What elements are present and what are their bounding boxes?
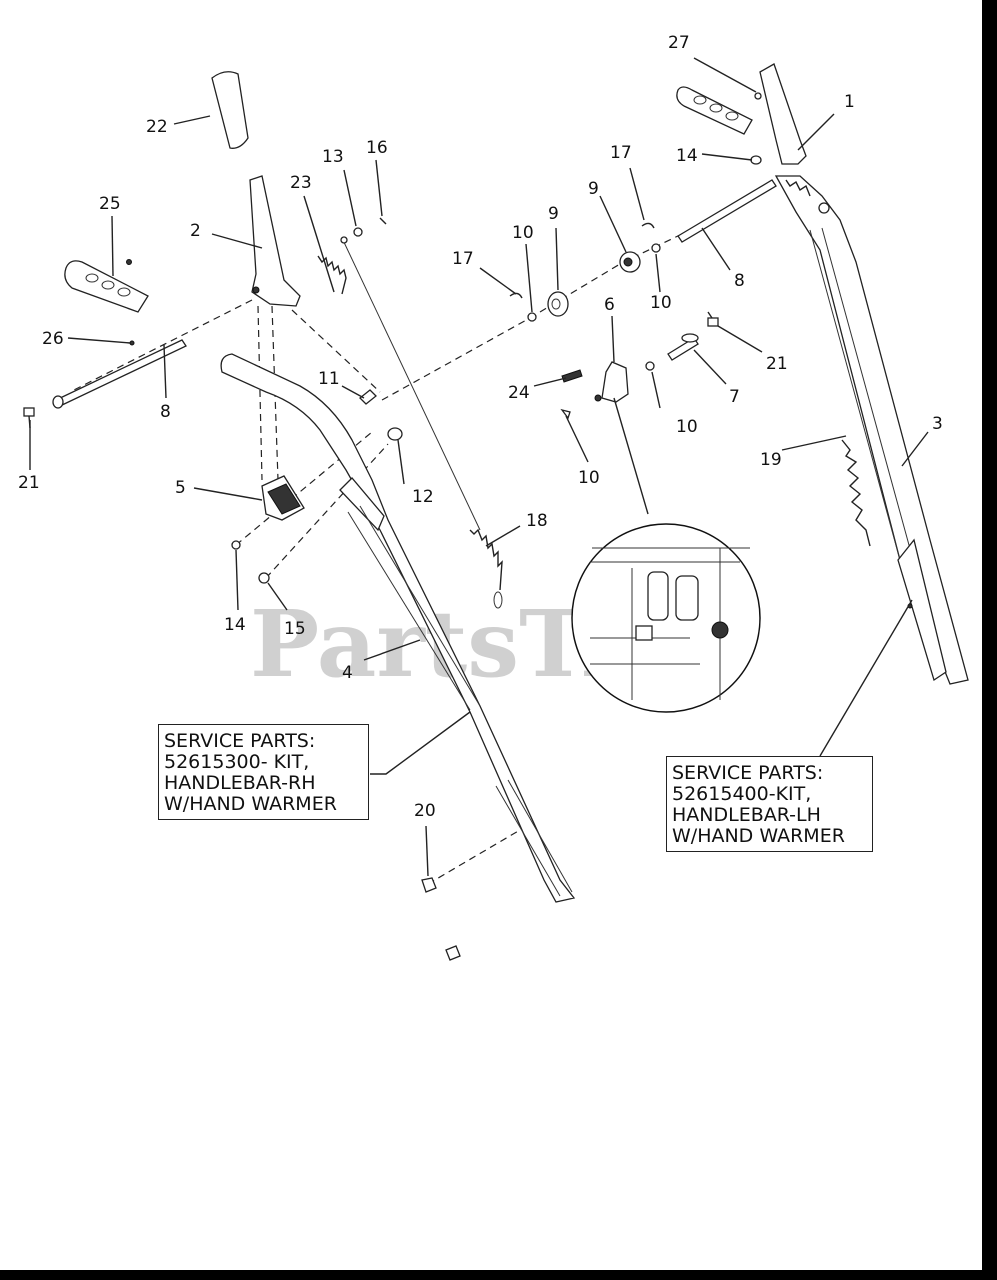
part-14-washer-left [231,540,241,550]
part-26-pin [129,340,135,346]
part-9-bushing-left [547,291,569,317]
callout-27: 27 [668,33,690,53]
part-17-clip-right [641,222,655,229]
leader-lines [29,57,929,877]
callout-21-left: 21 [18,473,40,493]
callout-2: 2 [190,221,201,241]
callout-19: 19 [760,450,782,470]
callout-26: 26 [42,329,64,349]
diagram-canvas: PartsTree TM [0,0,982,1270]
callout-7: 7 [729,387,740,407]
callout-23: 23 [290,173,312,193]
service-parts-lh-box: SERVICE PARTS: 52615400-KIT, HANDLEBAR-L… [666,756,873,852]
part-13-washer [353,227,363,237]
part-12-knob [387,427,403,441]
callout-1: 1 [844,92,855,112]
callout-20: 20 [414,801,436,821]
part-27-pin [754,92,762,100]
part-2-upper-handle [249,175,301,307]
part-10-nut-d [560,408,571,420]
part-11-pin [359,389,377,405]
part-20-bolt [421,877,437,893]
part-18-cable [341,237,481,531]
callout-17-left: 17 [452,249,474,269]
callout-3: 3 [932,414,943,434]
part-10-washer-a [527,312,537,322]
part-1-spring [785,179,811,197]
part-21-bolt-left [23,407,35,429]
callout-10-a: 10 [512,223,534,243]
callout-12: 12 [412,487,434,507]
part-17-clip-left [509,292,523,299]
part-16-clip [379,217,387,225]
part-15-nut [258,572,270,584]
callout-14-left: 14 [224,615,246,635]
part-5-bracket [261,475,305,521]
part-24-screw [561,369,583,383]
part-21-bolt-right [707,311,719,327]
callout-10-b: 10 [650,293,672,313]
callout-15: 15 [284,619,306,639]
callout-18: 18 [526,511,548,531]
callout-25: 25 [99,194,121,214]
part-18-spring [469,528,503,609]
part-10-washer-c [645,361,655,371]
callout-5: 5 [175,478,186,498]
callout-8-right: 8 [734,271,745,291]
part-8-rod-left [52,339,187,409]
part-19-spring [841,439,871,547]
part-22-grip [211,71,249,149]
part-10-washer-b [651,243,661,253]
callout-22: 22 [146,117,168,137]
callout-9-left: 9 [548,204,559,224]
callout-8-left: 8 [160,402,171,422]
callout-16: 16 [366,138,388,158]
part-9-bushing-right [619,251,641,273]
callout-9-right: 9 [588,179,599,199]
callout-10-c: 10 [676,417,698,437]
callout-10-d: 10 [578,468,600,488]
part-7-pin [667,333,699,361]
part-6-bracket [594,361,629,403]
part-14-washer-right [750,155,762,165]
callout-6: 6 [604,295,615,315]
service-parts-rh-box: SERVICE PARTS: 52615300- KIT, HANDLEBAR-… [158,724,369,820]
part-8-rod-right [677,179,777,243]
part-1-upper-handle [676,63,807,165]
detail-leader [613,397,649,515]
callout-13: 13 [322,147,344,167]
part-25-grip [64,259,149,313]
callout-14-right: 14 [676,146,698,166]
callout-21-right: 21 [766,354,788,374]
callout-11: 11 [318,369,340,389]
callout-17-right: 17 [610,143,632,163]
part-20-bolt-loose [445,945,461,961]
detail-inset [571,523,761,713]
callout-24: 24 [508,383,530,403]
callout-4: 4 [342,663,353,683]
part-3-handlebar-lh [774,175,969,685]
parts-diagram: PartsTree TM [18,33,969,961]
part-4-handlebar-rh [220,353,576,903]
part-23-spring [317,255,347,295]
